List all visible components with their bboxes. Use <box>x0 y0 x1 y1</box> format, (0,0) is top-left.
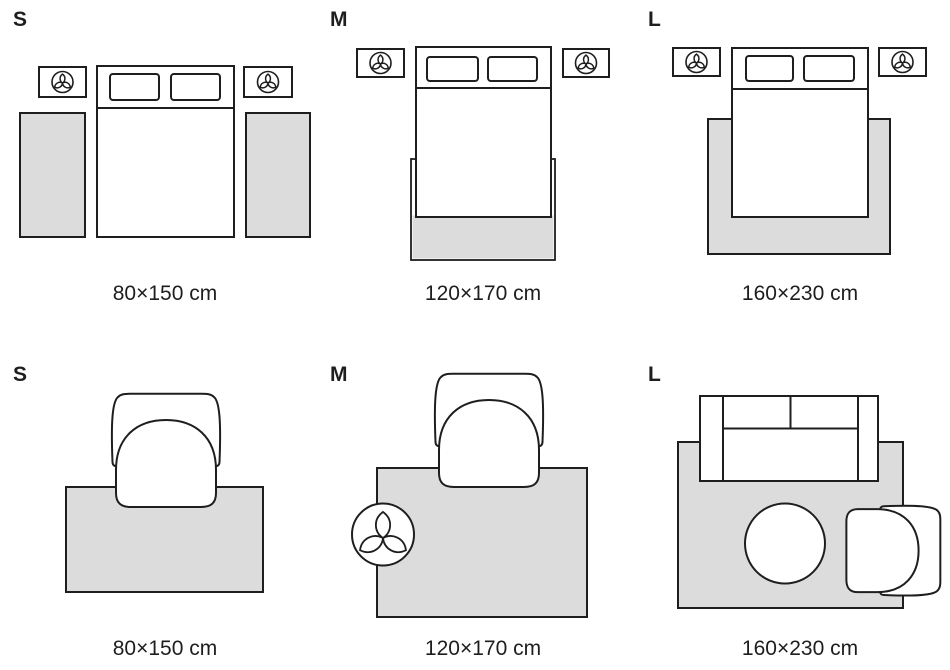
nightstand-right <box>562 48 610 78</box>
bed <box>731 47 869 218</box>
size-label: M <box>330 363 348 386</box>
size-label: L <box>648 363 661 386</box>
sofa <box>699 395 879 482</box>
bedroom-panel-s: S 80×150 cm <box>13 8 311 305</box>
armchair <box>845 504 942 597</box>
nightstand-right <box>243 66 293 98</box>
size-label: M <box>330 8 348 31</box>
bedroom-panel-l: L 160×230 cm <box>648 8 927 305</box>
plant-icon <box>892 52 913 73</box>
rug-dimensions: 160×230 cm <box>742 637 858 660</box>
armchair <box>433 372 545 488</box>
bedroom-panel-m: M 120×170 cm <box>330 8 610 305</box>
nightstand-right <box>878 47 927 77</box>
living-panel-l: L 160×230 cm <box>648 363 942 660</box>
rug-dimensions: 80×150 cm <box>113 282 218 305</box>
rug-dimensions: 120×170 cm <box>425 637 541 660</box>
size-label: L <box>648 8 661 31</box>
bedside-rug-right <box>245 112 311 238</box>
size-label: S <box>13 363 27 386</box>
size-label: S <box>13 8 27 31</box>
armchair <box>110 392 222 508</box>
pillow <box>170 73 221 101</box>
rug-dimensions: 120×170 cm <box>425 282 541 305</box>
coffee-table <box>744 502 826 585</box>
plant-icon <box>370 53 391 74</box>
pillow <box>745 55 794 82</box>
bedside-rug-left <box>19 112 86 238</box>
pillow <box>109 73 160 101</box>
plant-icon <box>52 72 73 93</box>
plant-icon <box>258 72 279 93</box>
bed <box>96 65 235 238</box>
rug-dimensions: 80×150 cm <box>113 637 218 660</box>
pillow <box>803 55 855 82</box>
nightstand-left <box>38 66 87 98</box>
plant-icon <box>576 53 597 74</box>
living-panel-m: M 120×170 cm <box>330 363 588 660</box>
bed <box>415 46 552 218</box>
rug-dimensions: 160×230 cm <box>742 282 858 305</box>
plant-icon <box>686 52 707 73</box>
plant-icon <box>351 502 415 567</box>
pillow <box>426 56 479 82</box>
nightstand-left <box>672 47 721 77</box>
nightstand-left <box>356 48 405 78</box>
pillow <box>487 56 538 82</box>
living-panel-s: S 80×150 cm <box>13 363 264 660</box>
